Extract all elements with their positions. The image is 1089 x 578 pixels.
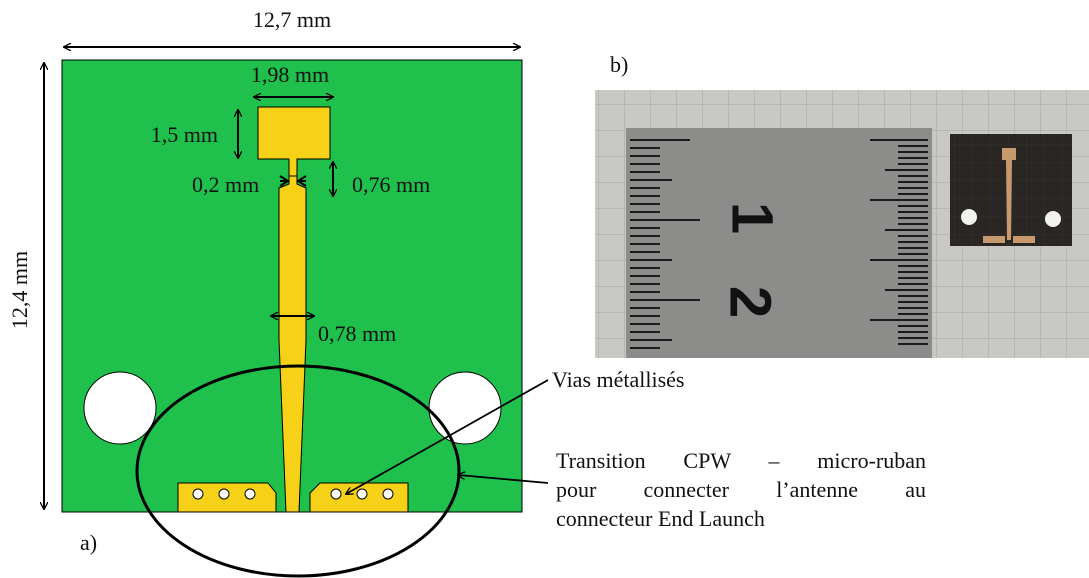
transition-line-2: pour connecter l’antenne au xyxy=(556,477,926,502)
vias-leader-line xyxy=(346,379,549,494)
vias-left xyxy=(192,488,256,500)
neck-width-label: 0,2 mm xyxy=(192,172,259,197)
transition-line-3: connecteur End Launch xyxy=(556,506,765,531)
width-label: 12,7 mm xyxy=(253,7,331,32)
sample-feed-line xyxy=(1006,160,1012,240)
ruler-digit-1: 1 xyxy=(720,202,785,234)
dimension-arrows xyxy=(44,47,520,509)
panel-a-layout xyxy=(61,59,523,578)
transition-leader-line xyxy=(458,475,549,484)
panel-a-label: a) xyxy=(80,530,97,555)
prototype-photo: 1 2 xyxy=(595,90,1089,358)
ruler-ticks-right xyxy=(870,139,928,345)
dimension-labels: 12,7 mm 12,4 mm 1,98 mm 1,5 mm 0,2 mm 0,… xyxy=(7,7,430,555)
transition-annotation: Transition CPW – micro-ruban pour connec… xyxy=(556,446,926,533)
sample-pad-right xyxy=(1013,236,1035,243)
sample-patch xyxy=(1002,148,1016,160)
fabricated-sample xyxy=(950,134,1072,246)
vias-annotation: Vias métallisés xyxy=(552,367,685,392)
mounting-hole-right xyxy=(428,371,502,445)
patch-width-label: 1,98 mm xyxy=(251,62,329,87)
transition-line-1: Transition CPW – micro-ruban xyxy=(556,448,926,473)
via xyxy=(330,488,342,500)
ruler-ticks-left xyxy=(630,139,700,349)
transition-ellipse xyxy=(135,364,461,578)
mounting-hole-left xyxy=(83,371,157,445)
line-width-label: 0,78 mm xyxy=(318,321,396,346)
vias-right xyxy=(330,488,394,500)
height-label: 12,4 mm xyxy=(7,251,32,329)
patch-height-label: 1,5 mm xyxy=(151,122,218,147)
sample-pad-left xyxy=(983,236,1005,243)
ruler: 1 2 xyxy=(626,128,932,358)
via xyxy=(192,488,204,500)
sample-hole-left xyxy=(961,209,977,225)
ruler-digit-2: 2 xyxy=(718,286,783,318)
panel-b-label: b) xyxy=(610,52,628,77)
ruler-body xyxy=(626,128,932,358)
via xyxy=(244,488,256,500)
neck-length-label: 0,76 mm xyxy=(352,172,430,197)
via xyxy=(356,488,368,500)
via xyxy=(382,488,394,500)
via xyxy=(218,488,230,500)
sample-hole-right xyxy=(1045,211,1061,227)
